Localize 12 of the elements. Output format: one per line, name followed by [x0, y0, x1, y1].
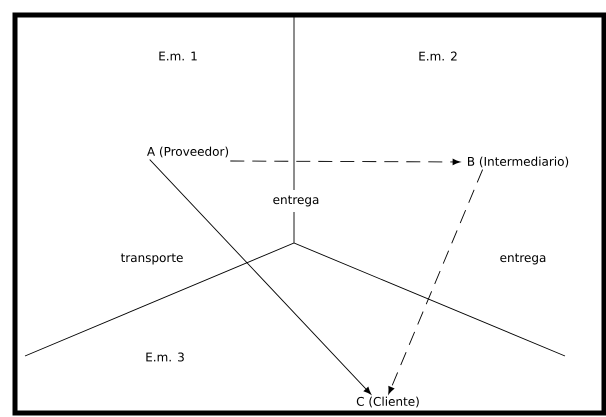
region-label: E.m. 1	[159, 52, 197, 60]
region-label: entrega	[500, 254, 546, 264]
arrow	[149, 159, 372, 395]
node-label: C (Cliente)	[356, 396, 419, 408]
node-label: A (Proveedor)	[147, 146, 228, 158]
region-label: entrega	[273, 196, 318, 206]
node-label: B (Intermediario)	[468, 156, 568, 168]
region-label: E.m. 3	[146, 352, 184, 362]
arrow	[388, 169, 484, 394]
arrow	[230, 158, 460, 166]
region-label: E.m. 2	[419, 52, 457, 60]
region-label: transporte	[120, 254, 183, 264]
